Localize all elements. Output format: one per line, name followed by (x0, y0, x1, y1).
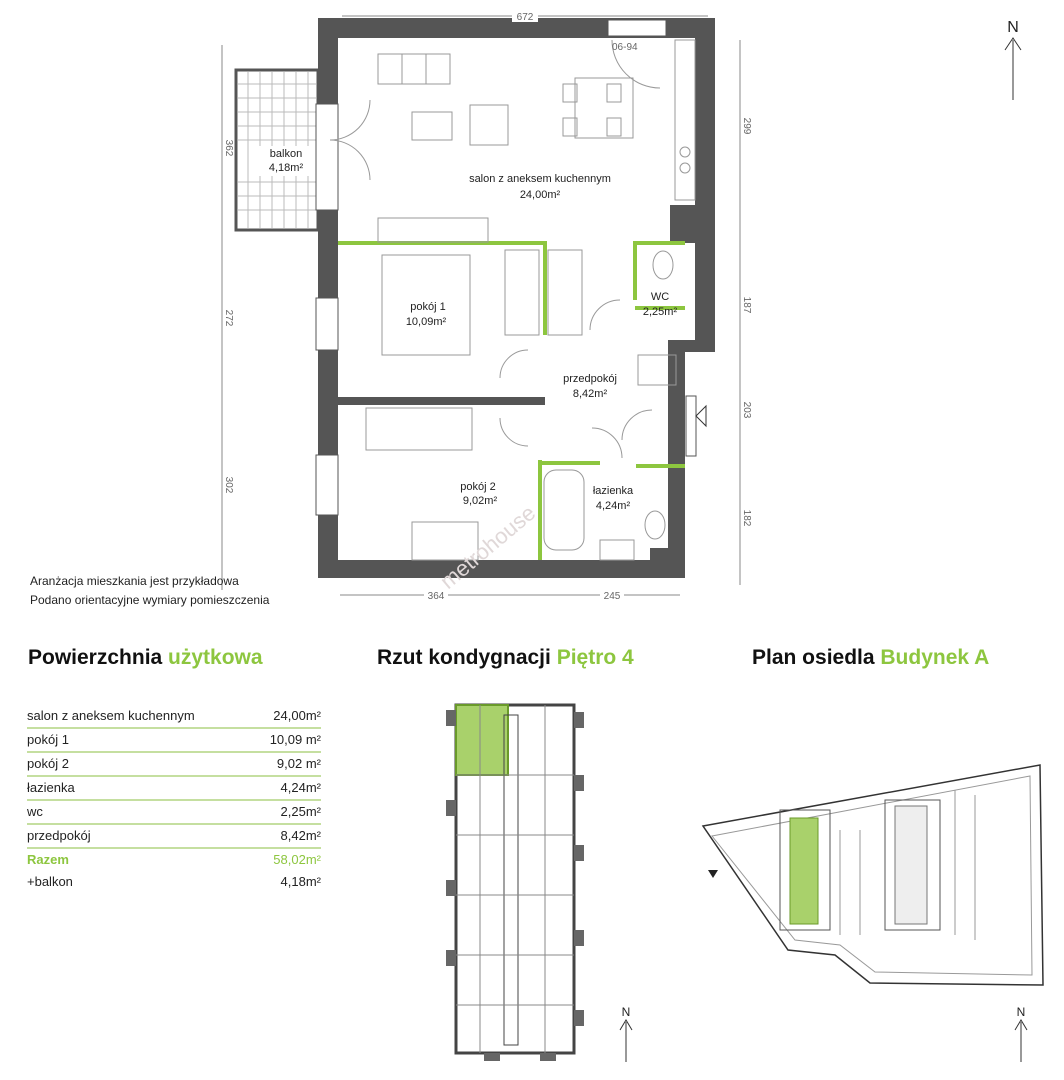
entrance-marker-icon (708, 870, 718, 878)
svg-text:N: N (1017, 1005, 1026, 1019)
note-dimensions: Podano orientacyjne wymiary pomieszczeni… (30, 593, 270, 607)
watermark: metrohouse (435, 500, 540, 594)
north-arrow-icon: N (1014, 1005, 1028, 1062)
balcony (234, 68, 320, 232)
dim-left-2: 272 (223, 310, 234, 327)
dim-right-3: 203 (741, 402, 752, 419)
floor-overview (446, 703, 584, 1061)
dim-bottom-2: 245 (604, 591, 621, 602)
dimension-label-backgrounds (424, 10, 624, 601)
room-przedpokoj-name: przedpokój (563, 373, 617, 385)
dim-right-2: 187 (741, 297, 752, 314)
heading-site: Plan osiedla Budynek A (752, 646, 990, 669)
windows (315, 19, 697, 516)
dim-bottom-1: 364 (428, 591, 445, 602)
room-balkon-name: balkon (270, 148, 302, 160)
dim-left-3: 302 (223, 477, 234, 494)
room-wc-area: 2,25m² (643, 306, 678, 318)
room-pokoj1-name: pokój 1 (410, 301, 445, 313)
outer-wall (318, 18, 715, 578)
room-pokoj2-area: 9,02m² (463, 495, 498, 507)
dim-right-1: 299 (741, 118, 752, 135)
room-lazienka-area: 4,24m² (596, 500, 631, 512)
dim-left-1: 362 (223, 140, 234, 157)
room-pokoj1-area: 10,09m² (406, 316, 447, 328)
interior-walls (338, 205, 695, 560)
room-salon-area: 24,00m² (520, 189, 561, 201)
room-balkon-area: 4,18m² (269, 162, 304, 174)
furniture (329, 39, 696, 561)
note-arrangement: Aranżacja mieszkania jest przykładowa (30, 574, 239, 588)
room-wc-name: WC (651, 291, 669, 303)
entrance-icon (695, 404, 707, 428)
heading-area: Powierzchnia użytkowa (28, 646, 263, 669)
dim-right-4: 182 (741, 510, 752, 527)
room-salon-name: salon z aneksem kuchennym (469, 173, 611, 185)
svg-text:N: N (1007, 19, 1019, 36)
svg-text:N: N (622, 1005, 631, 1019)
north-arrow-icon: N (619, 1005, 633, 1062)
room-lazienka-name: łazienka (593, 485, 634, 497)
heading-floor: Rzut kondygnacji Piętro 4 (377, 646, 634, 669)
dim-top: 672 (517, 12, 534, 23)
window-label: 06-94 (612, 42, 638, 53)
room-przedpokoj-area: 8,42m² (573, 388, 608, 400)
site-plan (701, 764, 1044, 986)
north-arrow-icon: N (1004, 19, 1022, 100)
room-pokoj2-name: pokój 2 (460, 481, 495, 493)
green-walls (338, 241, 685, 560)
